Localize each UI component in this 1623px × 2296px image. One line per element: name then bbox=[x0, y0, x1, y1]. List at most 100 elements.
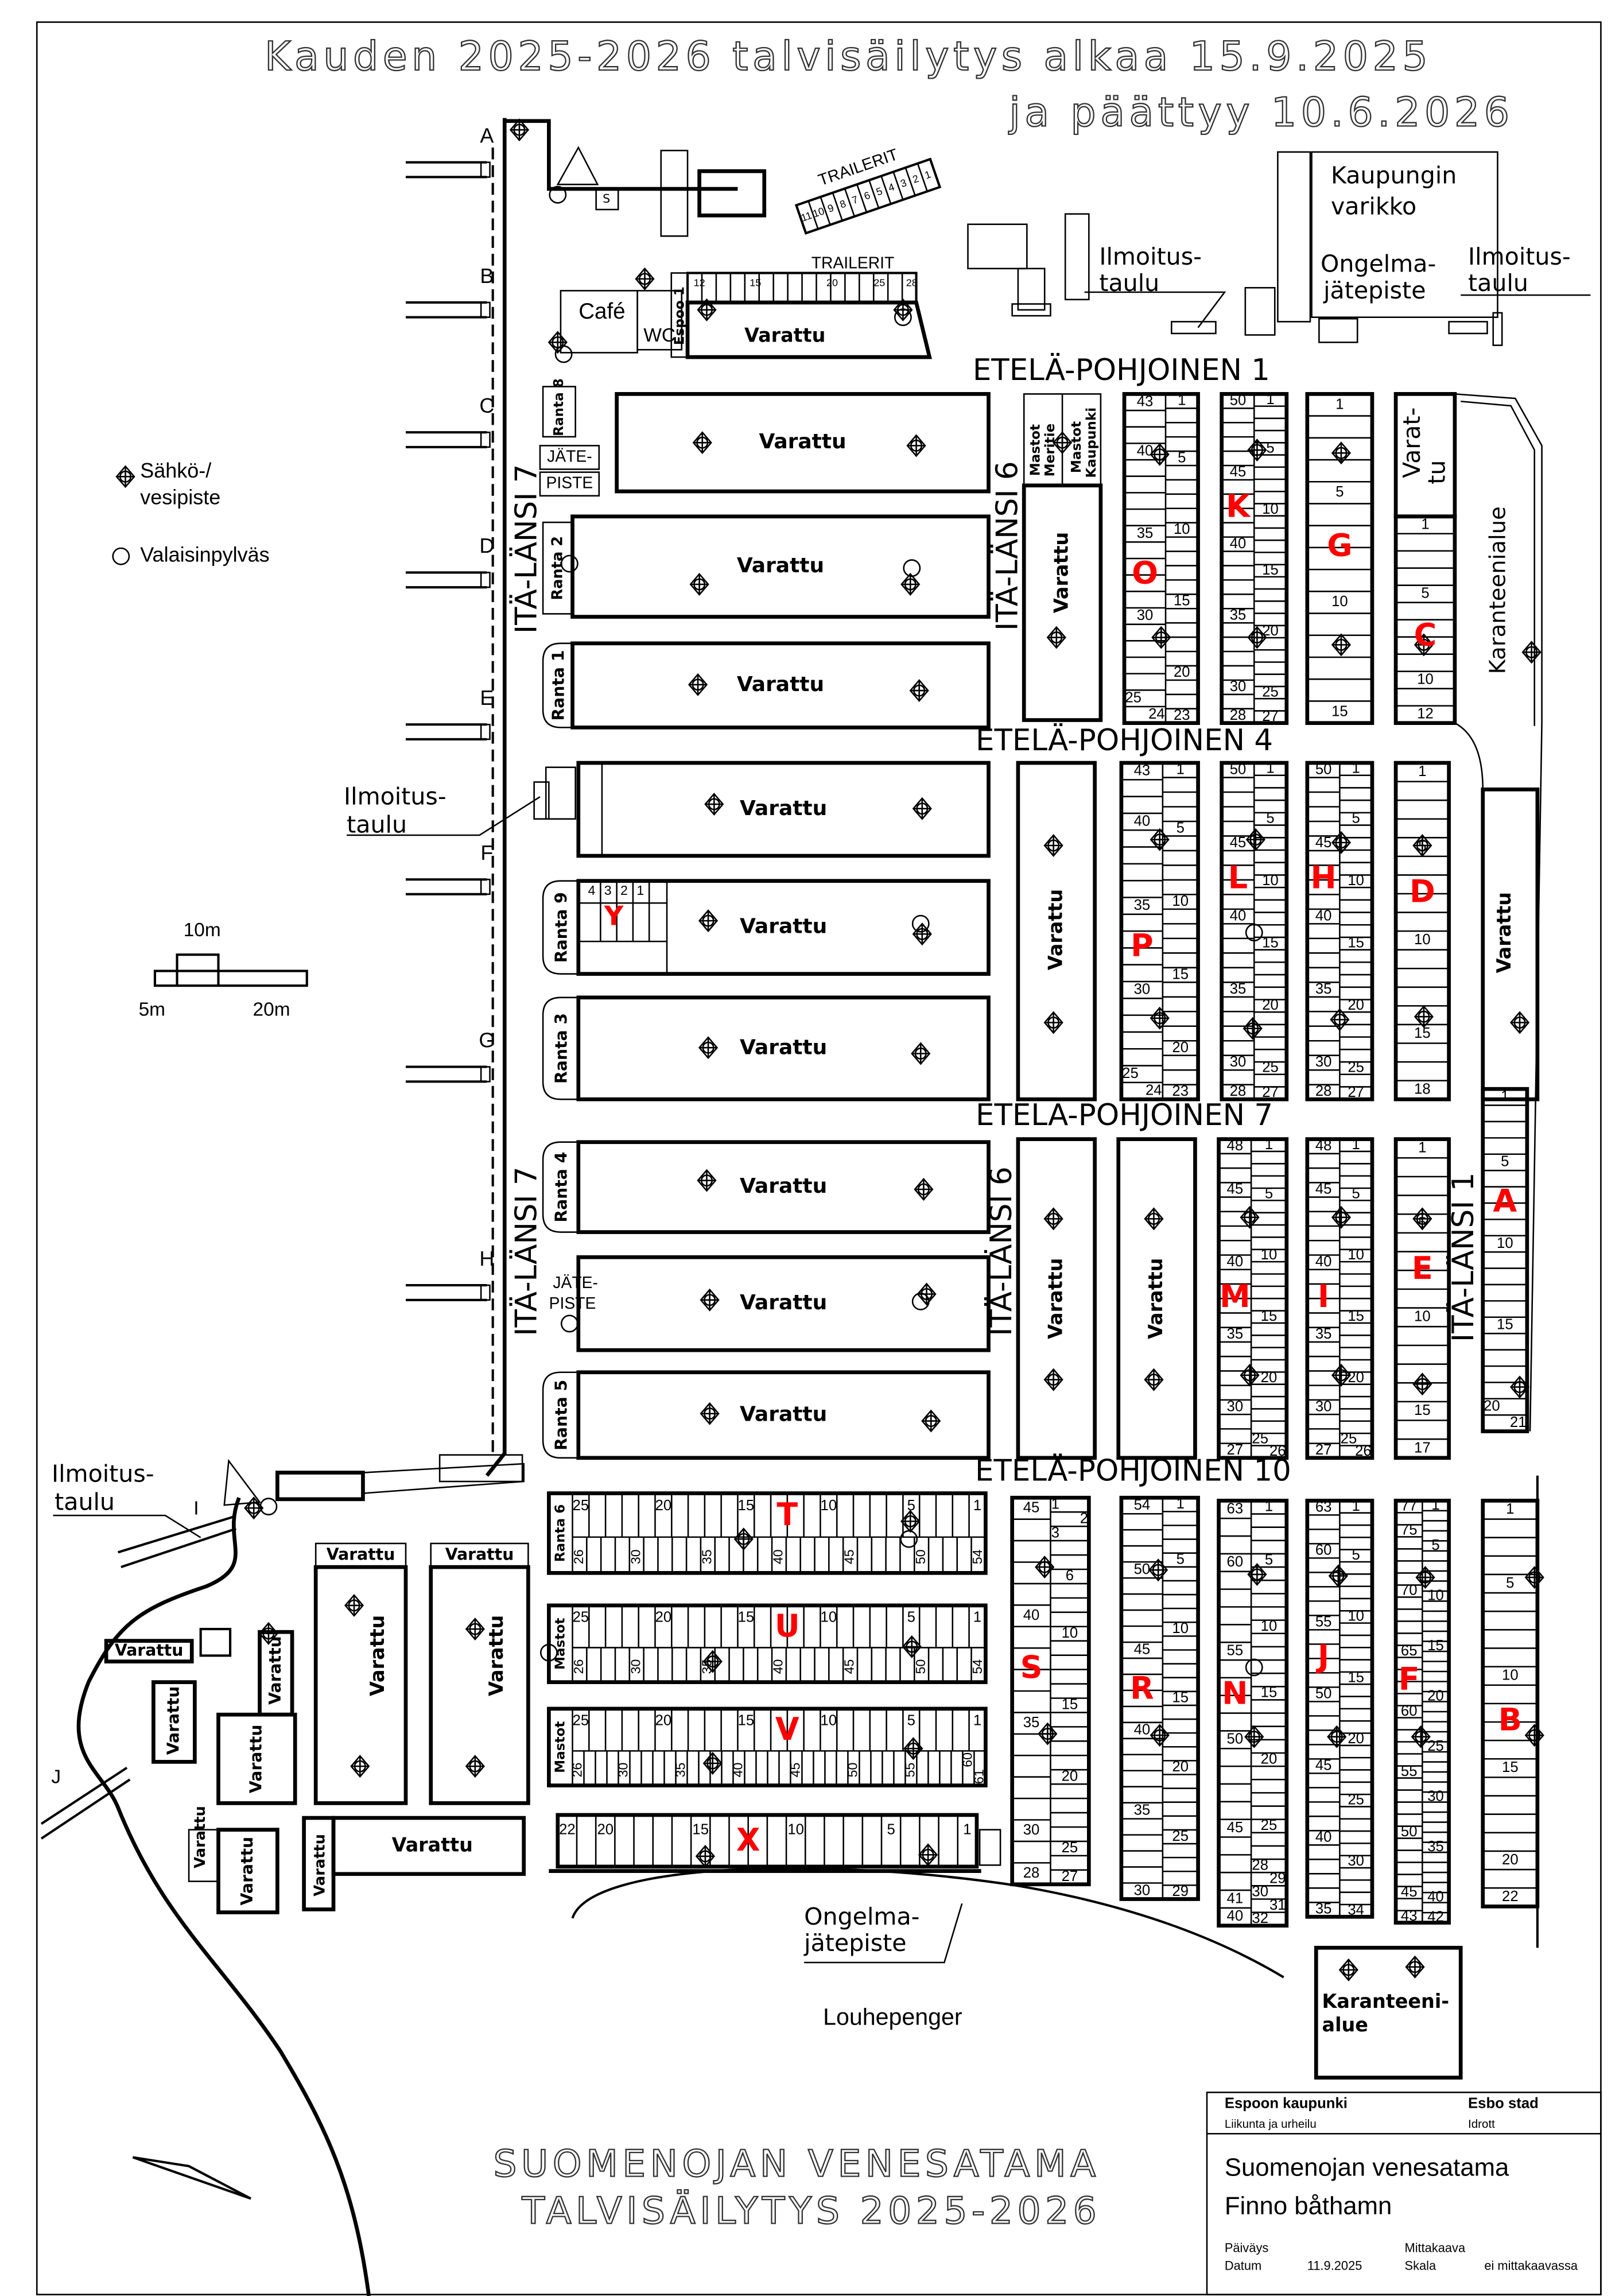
section-H-right-column bbox=[1339, 774, 1372, 1088]
slot-number-L-15: 15 bbox=[1262, 935, 1279, 951]
power-water-point-icon bbox=[695, 1844, 716, 1868]
power-water-point-icon bbox=[697, 298, 717, 321]
quarantine-area-bottom bbox=[1314, 1945, 1463, 2080]
slot-number-N-25: 25 bbox=[1261, 1817, 1278, 1833]
title-block-date-label-fi: Päiväys bbox=[1225, 2241, 1269, 2255]
ranta8-tab bbox=[542, 386, 576, 438]
trailer-spot-number: 20 bbox=[826, 277, 838, 288]
slot-number-I-40: 40 bbox=[1315, 1254, 1332, 1270]
sauna-label: S bbox=[603, 192, 610, 205]
section-K bbox=[1220, 392, 1289, 725]
section-S-left-column bbox=[1012, 1518, 1051, 1864]
road-label-il1: ITÄ-LÄNSI 1 bbox=[1446, 1173, 1481, 1342]
depot-box bbox=[1244, 287, 1276, 336]
trailer-parking-strip bbox=[794, 157, 942, 235]
title-block-scale-label-fi: Mittakaava bbox=[1405, 2241, 1466, 2255]
reserved-label: Varattu bbox=[759, 430, 846, 453]
slot-number-H-25: 25 bbox=[1348, 1060, 1364, 1076]
slot-number-L-28: 28 bbox=[1230, 1083, 1247, 1099]
slot-number-X-22: 22 bbox=[559, 1822, 576, 1838]
power-water-point-icon bbox=[900, 1510, 921, 1533]
pier-I bbox=[118, 1515, 236, 1569]
power-water-point-icon bbox=[921, 1409, 941, 1433]
section-letter-T: T bbox=[776, 1496, 798, 1533]
power-water-point-icon-shape bbox=[465, 1618, 485, 1641]
power-water-point-icon-ring bbox=[922, 1848, 934, 1861]
slot-number-X-15: 15 bbox=[692, 1822, 709, 1838]
slot-number-I-48: 48 bbox=[1315, 1138, 1332, 1154]
title-block-name-fi: Suomenojan venesatama bbox=[1225, 2153, 1509, 2181]
power-water-point-icon bbox=[1524, 1724, 1544, 1747]
slot-number-T-40: 40 bbox=[771, 1549, 786, 1564]
slot-number-V-20: 20 bbox=[655, 1713, 672, 1729]
notice-board-marker bbox=[1171, 321, 1217, 335]
text-layer: Kauden 2025-2026 talvisäilytys alkaa 15.… bbox=[51, 33, 1578, 2273]
power-water-point-icon bbox=[1509, 1011, 1530, 1034]
slot-number-U-10: 10 bbox=[821, 1609, 837, 1626]
slot-number-U-5: 5 bbox=[907, 1609, 915, 1626]
pier-J bbox=[40, 1766, 131, 1840]
power-water-point-icon bbox=[689, 573, 709, 596]
section-C bbox=[1393, 514, 1457, 725]
section-N bbox=[1217, 1499, 1289, 1928]
lamp-post-icon bbox=[560, 554, 578, 573]
slot-number-A-20: 20 bbox=[1484, 1398, 1500, 1414]
section-U-outline bbox=[547, 1603, 988, 1684]
slot-number-S-2: 2 bbox=[1080, 1510, 1088, 1526]
power-water-point-icon-ring bbox=[1244, 1369, 1256, 1382]
slot-number-J-30: 30 bbox=[1348, 1853, 1364, 1869]
slot-number-O-20: 20 bbox=[1174, 664, 1190, 680]
power-water-point-icon bbox=[465, 1755, 485, 1778]
power-water-point-icon bbox=[900, 573, 921, 596]
slot-number-S-1: 1 bbox=[1051, 1496, 1059, 1512]
slot-number-M-10: 10 bbox=[1261, 1247, 1278, 1263]
slot-number-F-10: 10 bbox=[1427, 1587, 1444, 1603]
slipway bbox=[438, 1454, 523, 1483]
leader-line bbox=[53, 1514, 201, 1538]
power-water-point-icon bbox=[702, 1752, 723, 1775]
section-letter-F: F bbox=[1399, 1661, 1420, 1697]
slot-number-M-5: 5 bbox=[1265, 1185, 1273, 1201]
notice-board-base bbox=[1011, 303, 1051, 317]
power-water-point-icon-ring bbox=[692, 678, 704, 691]
notice-board-label-top: Ilmoitus- bbox=[1099, 243, 1202, 270]
trailer-spot-divider bbox=[832, 192, 843, 221]
slot-number-P-1: 1 bbox=[1177, 762, 1185, 778]
slot-number-J-25: 25 bbox=[1348, 1792, 1364, 1808]
slot-number-K-5: 5 bbox=[1266, 440, 1274, 456]
slot-number-U-40: 40 bbox=[771, 1659, 786, 1674]
slot-number-V-30: 30 bbox=[616, 1763, 631, 1778]
section-letter-A: A bbox=[1493, 1183, 1517, 1219]
slot-number-F-77: 77 bbox=[1401, 1498, 1418, 1514]
power-water-point-icon-shape bbox=[1043, 1207, 1063, 1231]
power-water-point-icon bbox=[700, 1402, 720, 1425]
section-M bbox=[1217, 1137, 1289, 1460]
legend-lamp: Valaisinpylväs bbox=[140, 543, 269, 567]
lamp-post-icon bbox=[549, 185, 567, 204]
slot-number-P-15: 15 bbox=[1172, 966, 1189, 982]
slot-number-R-54: 54 bbox=[1134, 1497, 1151, 1513]
sauna-box bbox=[595, 188, 619, 211]
pier-gate bbox=[480, 1066, 491, 1083]
slot-number-F-5: 5 bbox=[1431, 1537, 1439, 1553]
ranta2-label: Ranta 2 bbox=[549, 536, 566, 600]
slot-number-N-60: 60 bbox=[1227, 1554, 1244, 1570]
slot-number-I-35: 35 bbox=[1315, 1326, 1332, 1342]
power-water-point-icon bbox=[1414, 633, 1434, 657]
power-water-point-icon-ring bbox=[693, 578, 706, 591]
slot-number-V-61: 61 bbox=[971, 1769, 986, 1784]
slot-number-I-25: 25 bbox=[1341, 1431, 1357, 1447]
power-water-point-icon-shape bbox=[1144, 1368, 1164, 1391]
power-water-point-icon-shape bbox=[692, 431, 712, 455]
slot-number-S-27: 27 bbox=[1062, 1868, 1078, 1884]
crane-icon bbox=[223, 1459, 261, 1506]
section-F-right-column bbox=[1422, 1510, 1449, 1914]
reserved-label: Varattu bbox=[485, 1615, 507, 1696]
slot-number-X-5: 5 bbox=[887, 1822, 895, 1838]
power-water-point-icon bbox=[909, 679, 929, 703]
notice-board-structure bbox=[545, 766, 576, 820]
slot-number-L-50: 50 bbox=[1230, 762, 1247, 778]
power-water-point-icon-shape bbox=[1338, 1958, 1358, 1981]
area-reserved-col7 bbox=[1116, 1137, 1197, 1460]
slot-number-V-5: 5 bbox=[907, 1713, 915, 1729]
